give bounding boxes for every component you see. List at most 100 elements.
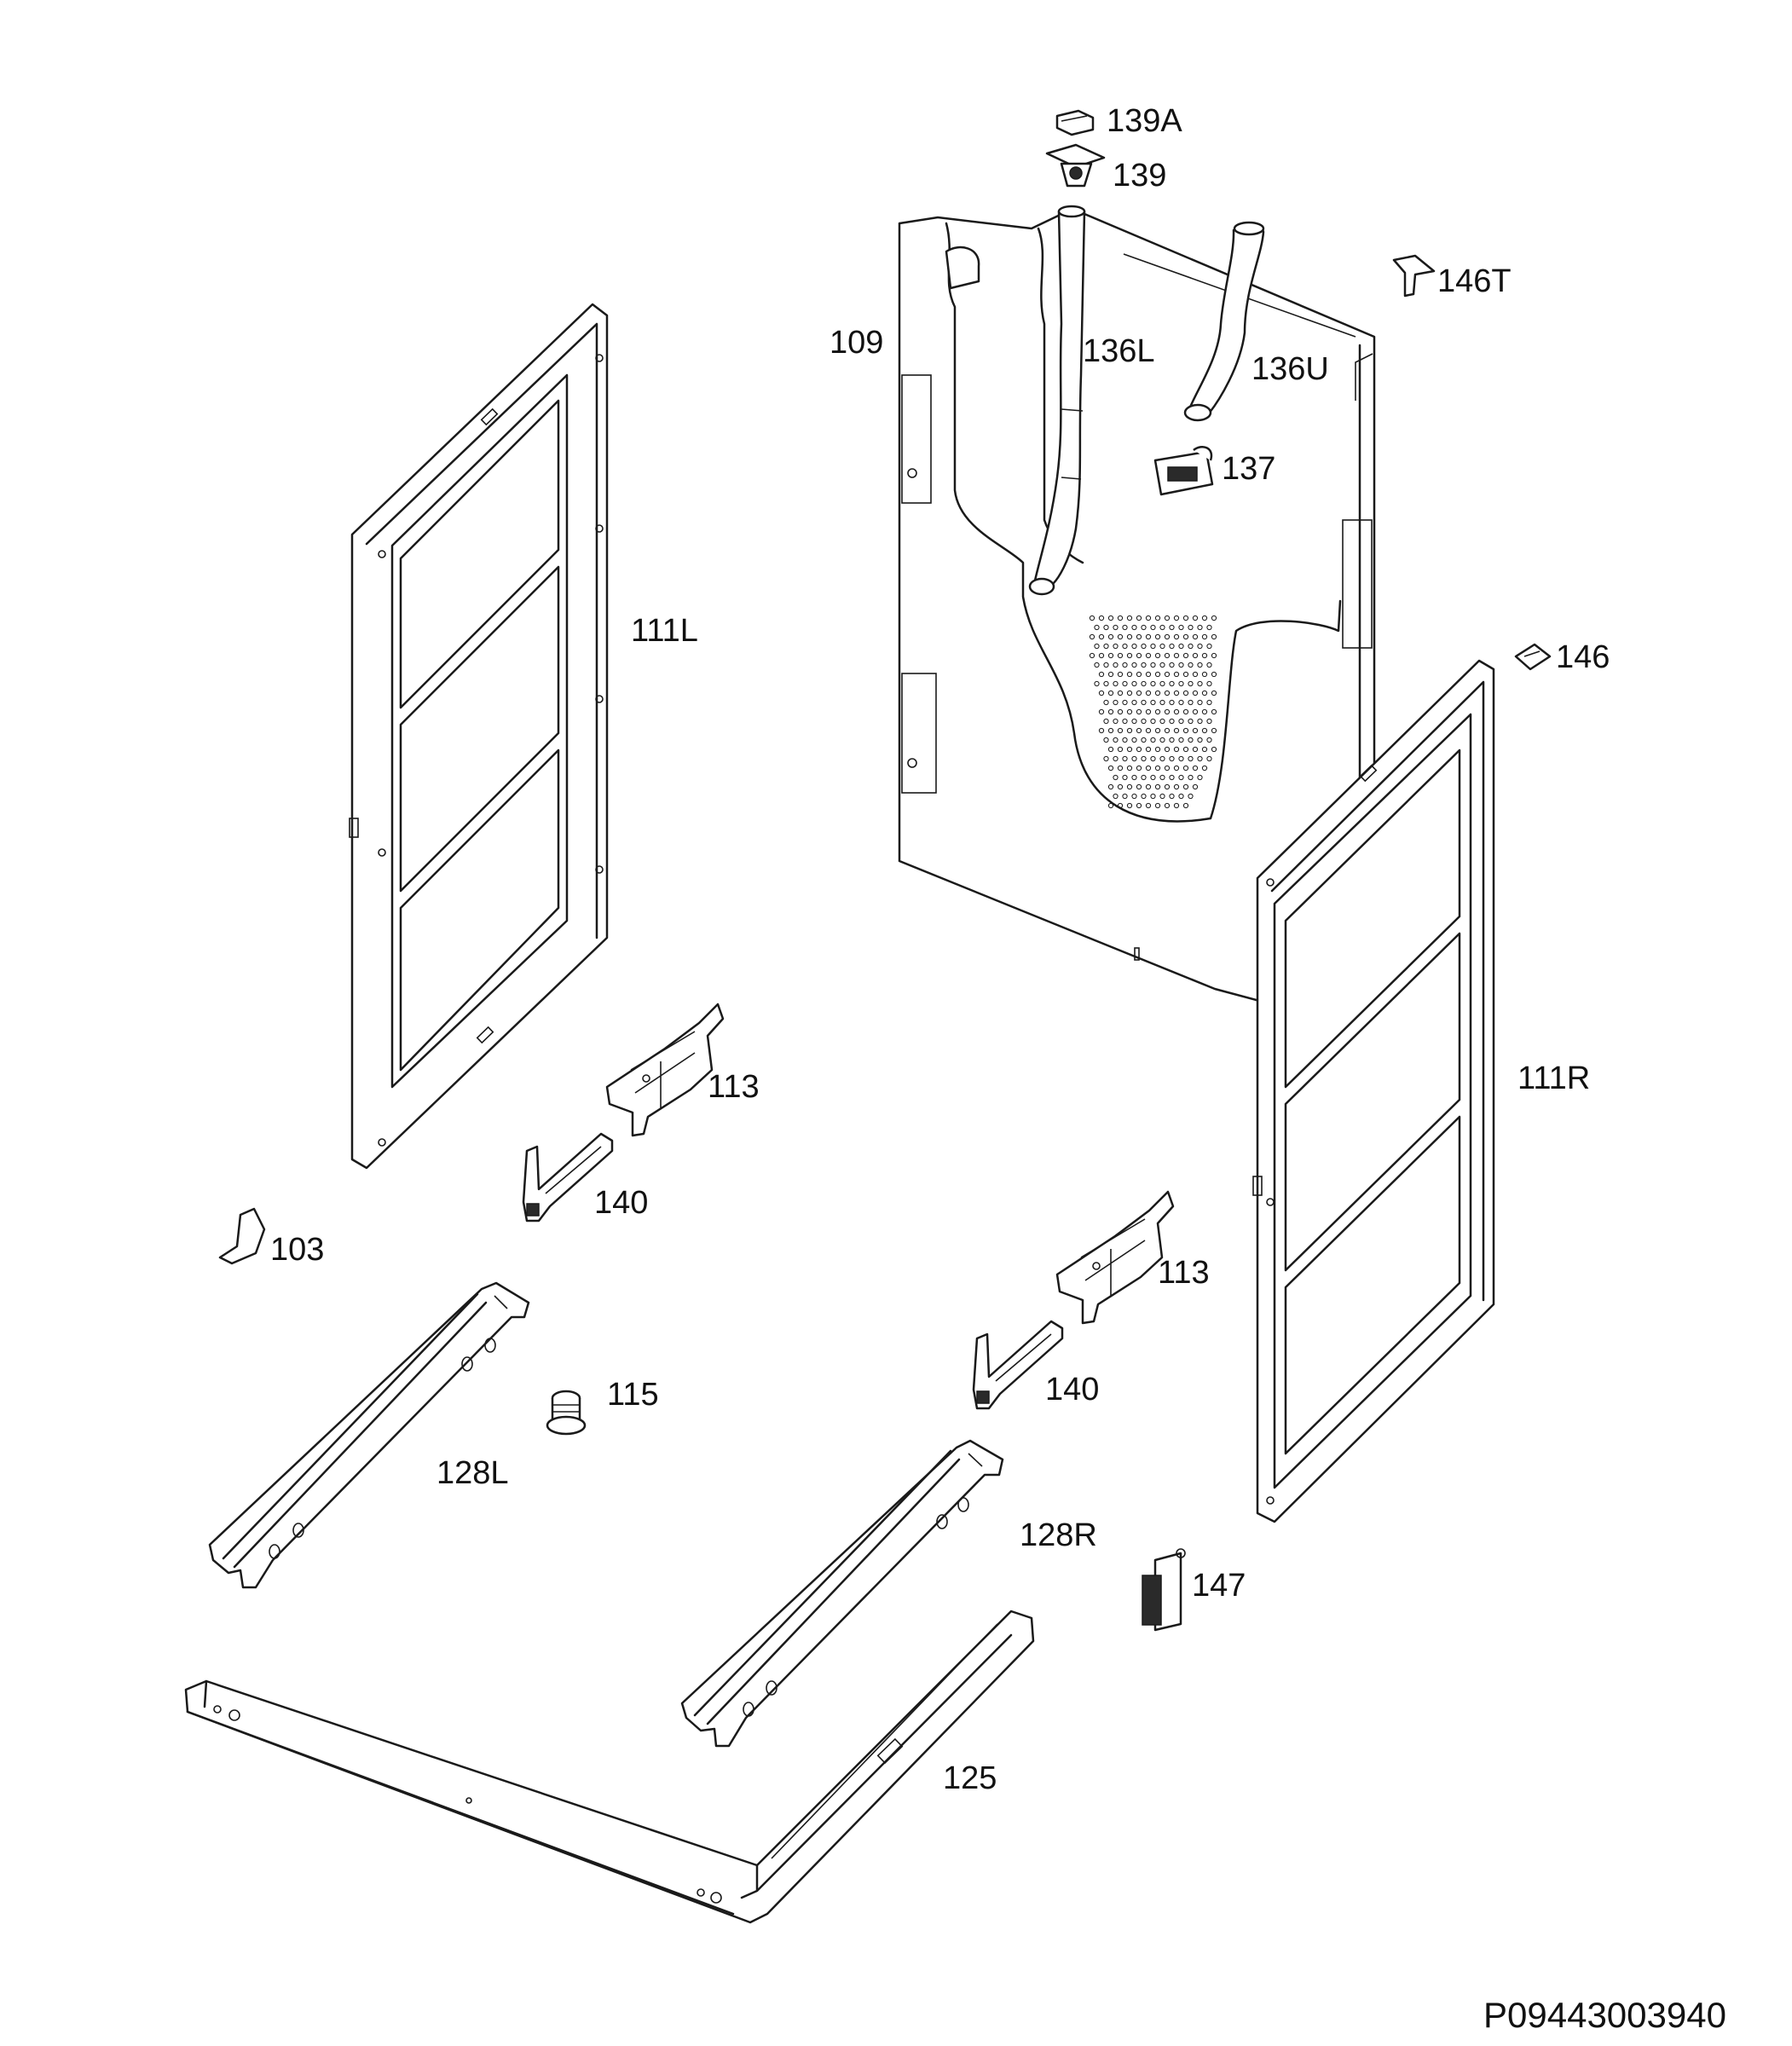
perforation-hole [1141,793,1147,800]
perforation-hole [1107,671,1114,678]
label-136u: 136U [1252,351,1329,387]
perforation-hole [1154,615,1161,621]
label-111l: 111L [631,613,698,649]
perforation-hole [1211,671,1217,678]
perforation-hole [1201,690,1208,696]
part-136u-hose [1183,221,1265,422]
perforation-hole [1169,662,1175,668]
perforation-hole [1107,783,1114,790]
perforation-hole [1182,690,1189,696]
perforation-hole [1113,718,1119,725]
perforation-hole [1197,699,1203,706]
perforation-hole [1206,737,1212,743]
perforation-hole [1117,615,1124,621]
perforation-hole [1154,708,1161,715]
perforation-hole [1122,793,1128,800]
perforation-hole [1192,671,1199,678]
perforation-hole [1103,662,1109,668]
perforation-hole [1182,746,1189,753]
perforation-hole [1113,662,1119,668]
label-146t: 146T [1437,263,1512,299]
perforation-hole [1136,765,1142,772]
part-147-bracket [1142,1548,1186,1632]
label-111r: 111R [1517,1061,1590,1096]
drawing-code: P09443003940 [1483,1995,1726,2035]
perforation-hole [1173,746,1180,753]
perforation-hole [1154,783,1161,790]
perforation-hole [1098,708,1105,715]
part-103-bracket [218,1207,266,1265]
perforation-hole [1107,708,1114,715]
perforation-hole [1150,737,1156,743]
perforation-hole [1211,708,1217,715]
perforation-hole [1117,708,1124,715]
perforation-hole [1150,774,1156,781]
perforation-hole [1154,690,1161,696]
perforation-hole [1206,662,1212,668]
perforation-hole [1159,737,1165,743]
perforation-hole [1113,774,1119,781]
perforation-hole [1178,718,1184,725]
label-137: 137 [1222,451,1275,487]
part-111l-side-panel [349,303,609,1170]
part-137-vent [1153,446,1214,496]
perforation-hole [1201,746,1208,753]
perforation-hole [1141,737,1147,743]
perforation-hole [1188,737,1194,743]
perforation-hole [1107,746,1114,753]
perforation-hole [1094,662,1100,668]
perforation-hole [1136,690,1142,696]
perforation-hole [1154,727,1161,734]
perforation-hole [1131,737,1137,743]
perforation-hole [1141,662,1147,668]
perforation-hole [1197,624,1203,631]
perforation-hole [1126,765,1133,772]
label-128l: 128L [436,1455,509,1491]
perforation-hole [1145,765,1152,772]
perforation-hole [1089,652,1095,659]
perforation-hole [1098,671,1105,678]
perforation-hole [1197,774,1203,781]
perforation-hole [1159,755,1165,762]
perforation-hole [1197,737,1203,743]
perforation-hole [1094,680,1100,687]
perforation-hole [1192,633,1199,640]
perforation-hole [1192,652,1199,659]
perforation-hole [1103,737,1109,743]
perforation-hole [1182,633,1189,640]
perforation-hole [1178,699,1184,706]
perforation-hole [1103,624,1109,631]
perforation-hole [1131,624,1137,631]
perforation-hole [1131,793,1137,800]
perforation-hole [1188,755,1194,762]
perforation-hole [1113,680,1119,687]
perforation-hole [1192,746,1199,753]
perforation-hole [1169,624,1175,631]
perforation-hole [1145,708,1152,715]
perforation-hole [1122,755,1128,762]
perforation-hole [1197,718,1203,725]
perforation-hole [1192,615,1199,621]
perforation-hole [1141,643,1147,650]
perforation-hole [1188,774,1194,781]
part-109-perforated-area [1089,615,1217,809]
perforation-hole [1182,615,1189,621]
perforation-hole [1201,708,1208,715]
perforation-hole [1173,802,1180,809]
perforation-hole [1089,615,1095,621]
perforation-hole [1113,643,1119,650]
perforation-hole [1141,624,1147,631]
perforation-hole [1089,633,1095,640]
perforation-hole [1154,652,1161,659]
perforation-hole [1136,615,1142,621]
perforation-hole [1159,662,1165,668]
perforation-hole [1136,708,1142,715]
perforation-hole [1201,671,1208,678]
perforation-hole [1197,755,1203,762]
perforation-hole [1192,765,1199,772]
perforation-hole [1141,755,1147,762]
perforation-hole [1131,755,1137,762]
label-139a: 139A [1107,103,1182,139]
perforation-hole [1164,652,1171,659]
